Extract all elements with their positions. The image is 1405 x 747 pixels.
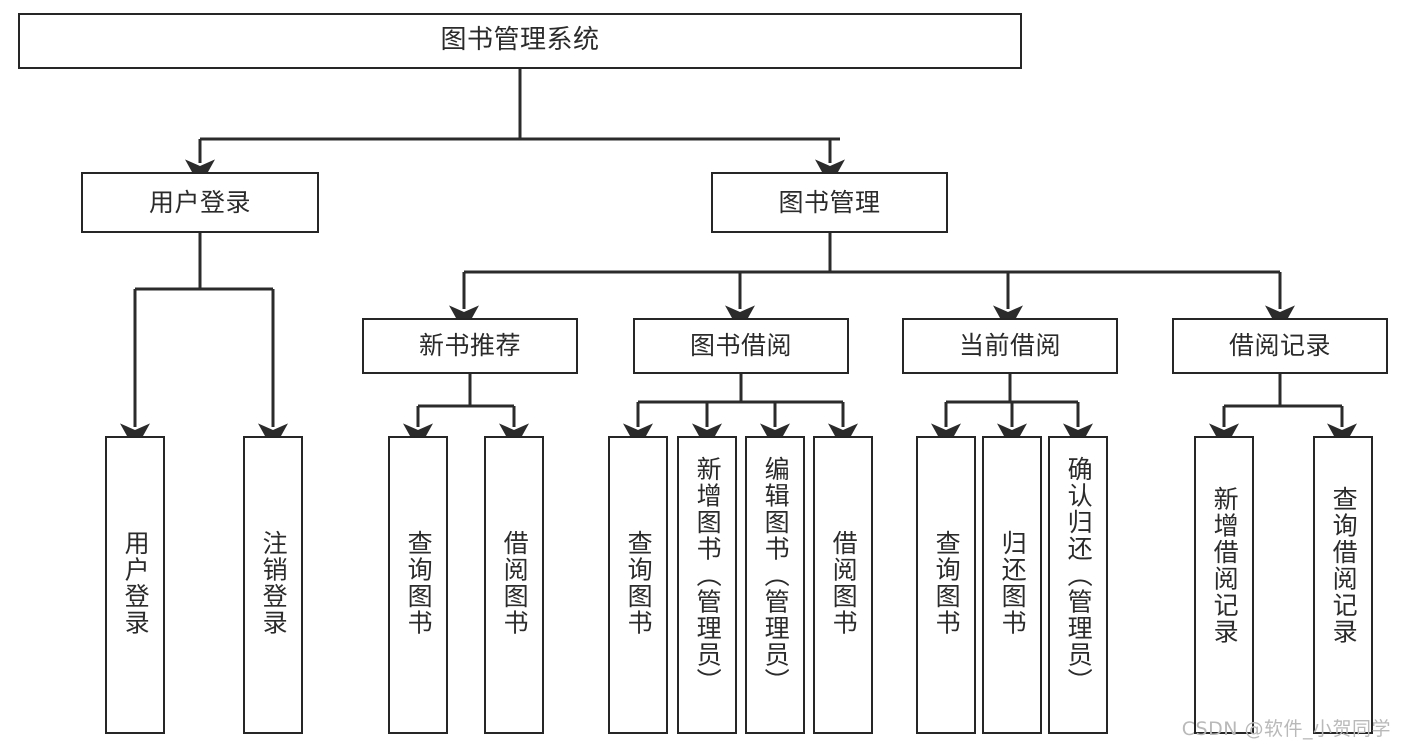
node-label: 图书管理 [778,187,881,217]
node-label: 查询图书 [404,530,434,636]
node-label: 用户登录 [121,530,151,636]
csdn-watermark: CSDN @软件_小贺同学 [1181,718,1391,740]
node-label: 查询图书 [932,530,962,636]
node-leaf-rec-borrow-book[interactable]: 借阅图书 [484,436,544,734]
node-label: 新书推荐 [418,331,521,360]
node-user-login[interactable]: 用户登录 [81,172,319,233]
node-label: 图书管理系统 [440,25,600,56]
node-borrowing-record[interactable]: 借阅记录 [1172,318,1388,374]
node-book-management[interactable]: 图书管理 [711,172,948,233]
node-new-book-recommendation[interactable]: 新书推荐 [362,318,578,374]
node-root-system[interactable]: 图书管理系统 [18,13,1022,69]
node-leaf-add-book-admin[interactable]: 新增图书（管理员） [677,436,737,734]
node-current-borrowing[interactable]: 当前借阅 [902,318,1118,374]
node-label: 注销登录 [259,530,289,636]
node-label: 查询借阅记录 [1329,486,1359,645]
node-leaf-borrow-query-book[interactable]: 查询图书 [608,436,668,734]
node-label: 当前借阅 [958,331,1061,360]
node-label: 借阅图书 [500,530,530,636]
node-leaf-add-borrow-record[interactable]: 新增借阅记录 [1194,436,1254,734]
node-book-borrowing[interactable]: 图书借阅 [633,318,849,374]
node-leaf-current-query-book[interactable]: 查询图书 [916,436,976,734]
node-leaf-confirm-return-admin[interactable]: 确认归还（管理员） [1048,436,1108,734]
node-label: 图书借阅 [689,331,792,360]
node-leaf-logout[interactable]: 注销登录 [243,436,303,734]
node-leaf-rec-query-book[interactable]: 查询图书 [388,436,448,734]
node-label: 借阅记录 [1228,331,1331,360]
node-label: 借阅图书 [829,530,859,636]
node-leaf-edit-book-admin[interactable]: 编辑图书（管理员） [745,436,805,734]
node-leaf-user-login[interactable]: 用户登录 [105,436,165,734]
node-label: 新增借阅记录 [1210,486,1240,645]
node-leaf-borrow-book[interactable]: 借阅图书 [813,436,873,734]
node-label: 编辑图书（管理员） [761,456,791,695]
node-label: 用户登录 [148,187,251,217]
node-leaf-query-borrow-record[interactable]: 查询借阅记录 [1313,436,1373,734]
node-label: 新增图书（管理员） [693,456,723,695]
node-label: 查询图书 [624,530,654,636]
node-leaf-return-book[interactable]: 归还图书 [982,436,1042,734]
node-label: 归还图书 [998,530,1028,636]
node-label: 确认归还（管理员） [1064,456,1094,695]
